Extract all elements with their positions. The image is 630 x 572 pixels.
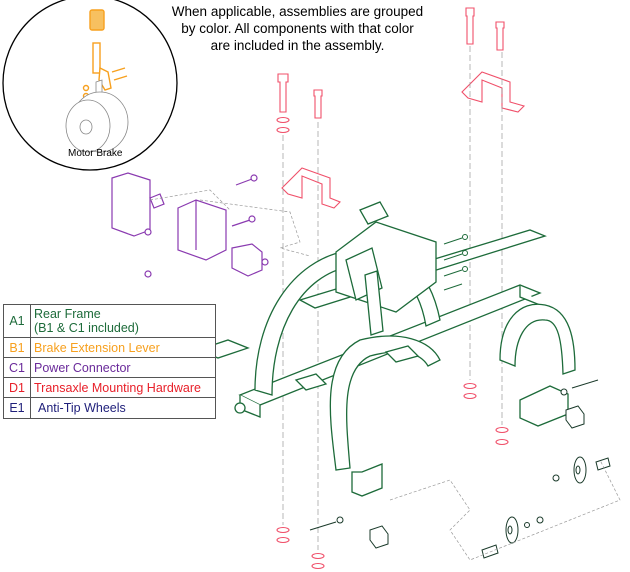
legend-row-e1: E1 Anti-Tip Wheels [3, 397, 216, 419]
legend-row-c1: C1 Power Connector [3, 357, 216, 378]
legend-code: E1 [3, 397, 31, 419]
motor-brake-part [65, 79, 129, 153]
legend-code: A1 [3, 304, 31, 338]
legend-code: D1 [3, 377, 31, 398]
transaxle-hardware [276, 7, 526, 570]
legend-label-line: Rear Frame [34, 307, 101, 321]
legend-label: Brake Extension Lever [30, 337, 216, 358]
legend-label: Power Connector [30, 357, 216, 378]
wiring-dashes [149, 189, 311, 257]
power-connector-parts [111, 172, 269, 278]
assembly-color-note: When applicable, assemblies are grouped … [160, 3, 435, 54]
assembly-legend: A1 Rear Frame (B1 & C1 included) B1 Brak… [3, 304, 216, 419]
frame-fasteners [443, 234, 468, 291]
legend-label: Transaxle Mounting Hardware [30, 377, 216, 398]
legend-row-a1: A1 Rear Frame (B1 & C1 included) [3, 304, 216, 338]
legend-row-b1: B1 Brake Extension Lever [3, 337, 216, 358]
wheel-guide-lines [389, 459, 621, 561]
rear-frame [196, 201, 576, 497]
note-line: are included in the assembly. [210, 38, 385, 53]
note-line: by color. All components with that color [181, 21, 414, 36]
legend-row-d1: D1 Transaxle Mounting Hardware [3, 377, 216, 398]
legend-code: C1 [3, 357, 31, 378]
note-line: When applicable, assemblies are grouped [171, 4, 424, 19]
legend-label: Rear Frame (B1 & C1 included) [30, 304, 216, 338]
motor-brake-detail [2, 0, 178, 171]
legend-label-line: (B1 & C1 included) [34, 321, 139, 335]
anti-tip-wheels [309, 379, 611, 559]
legend-code: B1 [3, 337, 31, 358]
legend-label: Anti-Tip Wheels [30, 397, 216, 419]
motor-brake-label: Motor Brake [68, 148, 123, 159]
